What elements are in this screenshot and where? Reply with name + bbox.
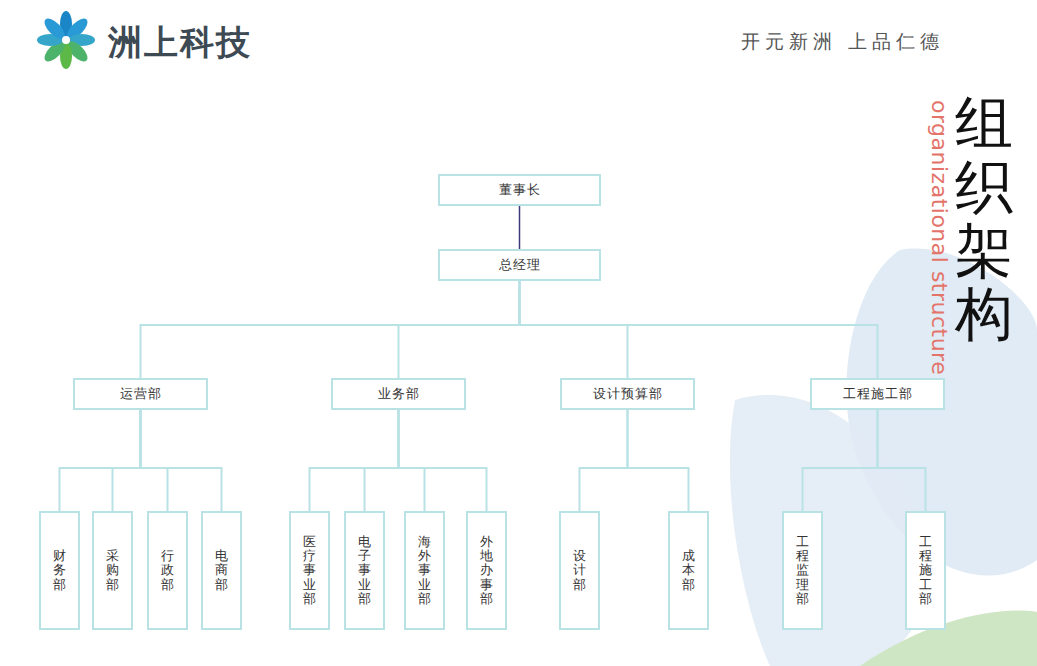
leaf-shape [860, 611, 1037, 666]
subtitle-en: organizational structure [927, 100, 952, 375]
node-label: 工程施工部 [919, 535, 932, 606]
division-box: 业务部 [331, 378, 466, 410]
org-connector [520, 281, 878, 378]
logo-icon [37, 11, 95, 69]
department-box: 财务部 [39, 511, 80, 630]
node-label: 工程监理部 [796, 535, 809, 606]
node-label: 成本部 [682, 549, 695, 592]
org-connector [141, 410, 222, 511]
org-connector [141, 281, 520, 378]
node-label: 电子事业部 [358, 535, 371, 606]
department-box: 医疗事业部 [289, 511, 330, 630]
division-box: 总经理 [438, 249, 601, 281]
node-label: 海外事业部 [418, 535, 431, 606]
page-title: 组织架构 [955, 92, 1013, 347]
org-connector [113, 410, 141, 511]
node-label: 财务部 [53, 549, 66, 592]
department-box: 电商部 [201, 511, 242, 630]
org-connector [399, 410, 487, 511]
org-connector [399, 410, 425, 511]
node-label: 设计预算部 [593, 385, 663, 403]
node-label: 采购部 [106, 549, 119, 592]
division-box: 设计预算部 [560, 378, 695, 410]
org-connector [399, 281, 520, 378]
node-label: 工程施工部 [843, 385, 913, 403]
org-connector [520, 281, 628, 378]
org-connector [310, 410, 399, 511]
leaf-shape [730, 395, 930, 666]
node-label: 设计部 [573, 549, 586, 592]
org-connector [803, 410, 878, 511]
division-box: 董事长 [438, 174, 601, 206]
department-box: 设计部 [559, 511, 600, 630]
department-box: 电子事业部 [344, 511, 385, 630]
logo-text: 洲上科技 [108, 20, 252, 66]
department-box: 工程监理部 [782, 511, 823, 630]
division-box: 运营部 [73, 378, 208, 410]
node-label: 董事长 [499, 181, 541, 199]
node-label: 电商部 [215, 549, 228, 592]
node-label: 医疗事业部 [303, 535, 316, 606]
org-connector [628, 410, 689, 511]
division-box: 工程施工部 [810, 378, 945, 410]
slogan: 开元新洲 上品仁德 [741, 29, 944, 55]
department-box: 工程施工部 [905, 511, 946, 630]
department-box: 成本部 [668, 511, 709, 630]
department-box: 行政部 [147, 511, 188, 630]
department-box: 外地办事部 [466, 511, 507, 630]
node-label: 运营部 [120, 385, 162, 403]
org-connector [519, 206, 521, 249]
node-label: 业务部 [378, 385, 420, 403]
org-connector [60, 410, 141, 511]
node-label: 外地办事部 [480, 535, 493, 606]
node-label: 总经理 [499, 256, 541, 274]
department-box: 海外事业部 [404, 511, 445, 630]
org-connector [141, 410, 168, 511]
org-connector [365, 410, 399, 511]
node-label: 行政部 [161, 549, 174, 592]
org-connector [878, 410, 926, 511]
org-connector [580, 410, 628, 511]
department-box: 采购部 [92, 511, 133, 630]
